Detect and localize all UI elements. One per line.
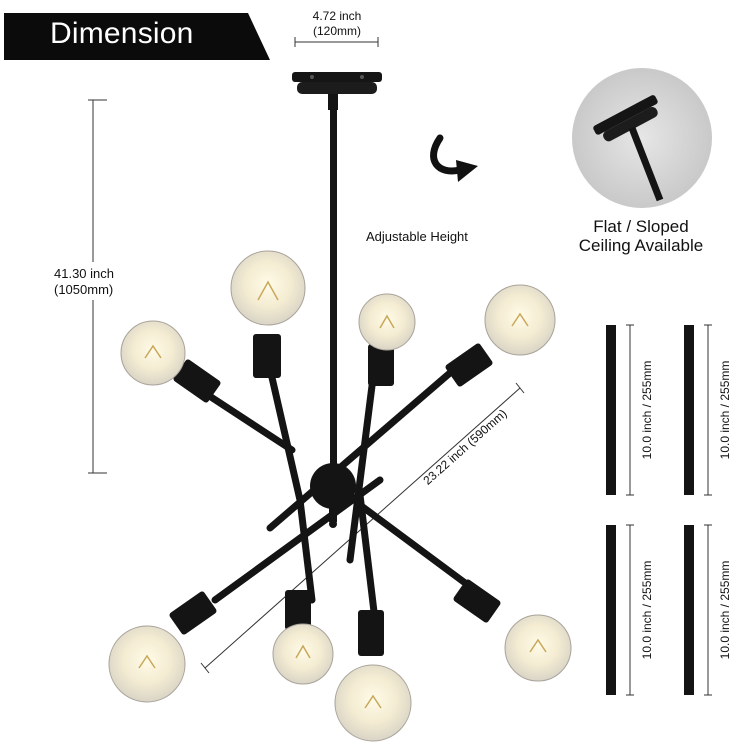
- canopy-width-dimension: [294, 37, 379, 47]
- rod-dimension-lines: [626, 324, 712, 696]
- dimension-banner: [4, 13, 270, 60]
- bulb-top-center: [358, 293, 416, 351]
- bulb-top-left: [230, 250, 306, 326]
- canopy-width-mm: (120mm): [312, 24, 361, 38]
- bulb-filaments: [138, 280, 547, 709]
- bulb-top-right: [484, 284, 556, 356]
- canopy-width-inch: 4.72 inch: [312, 9, 362, 23]
- adjustable-height-label: Adjustable Height: [366, 229, 468, 244]
- sockets: [169, 334, 501, 656]
- rod-3-label: 10.0 inch / 255mm: [640, 560, 654, 660]
- bulb-bottom-left: [108, 625, 186, 703]
- bulb-bottom-right: [504, 614, 572, 682]
- height-dimension: [88, 99, 107, 474]
- height-mm: (1050mm): [54, 282, 114, 297]
- bulb-bottom-center: [272, 623, 334, 685]
- ceiling-label-line2: Ceiling Available: [578, 236, 704, 255]
- rod-1-label: 10.0 inch / 255mm: [640, 360, 654, 460]
- canopy: [292, 72, 382, 110]
- rod-1: [606, 325, 616, 495]
- banner-title: Dimension: [50, 17, 194, 50]
- rod-4-label: 10.0 inch / 255mm: [718, 560, 732, 660]
- center-hub: [310, 463, 356, 528]
- rod-2-label: 10.0 inch / 255mm: [718, 360, 732, 460]
- down-rod: [330, 108, 337, 470]
- curved-arrow-icon: [430, 134, 478, 182]
- ceiling-label-line1: Flat / Sloped: [593, 217, 689, 236]
- rod-2: [684, 325, 694, 495]
- height-inch: 41.30 inch: [54, 266, 114, 281]
- rod-set: [606, 325, 694, 695]
- bulb-left: [120, 320, 186, 386]
- bulb-bottom: [334, 664, 412, 742]
- sloped-ceiling-detail: [572, 68, 712, 208]
- chandelier-arms: [184, 356, 484, 624]
- rod-3: [606, 525, 616, 695]
- rod-4: [684, 525, 694, 695]
- bulbs: [108, 250, 572, 742]
